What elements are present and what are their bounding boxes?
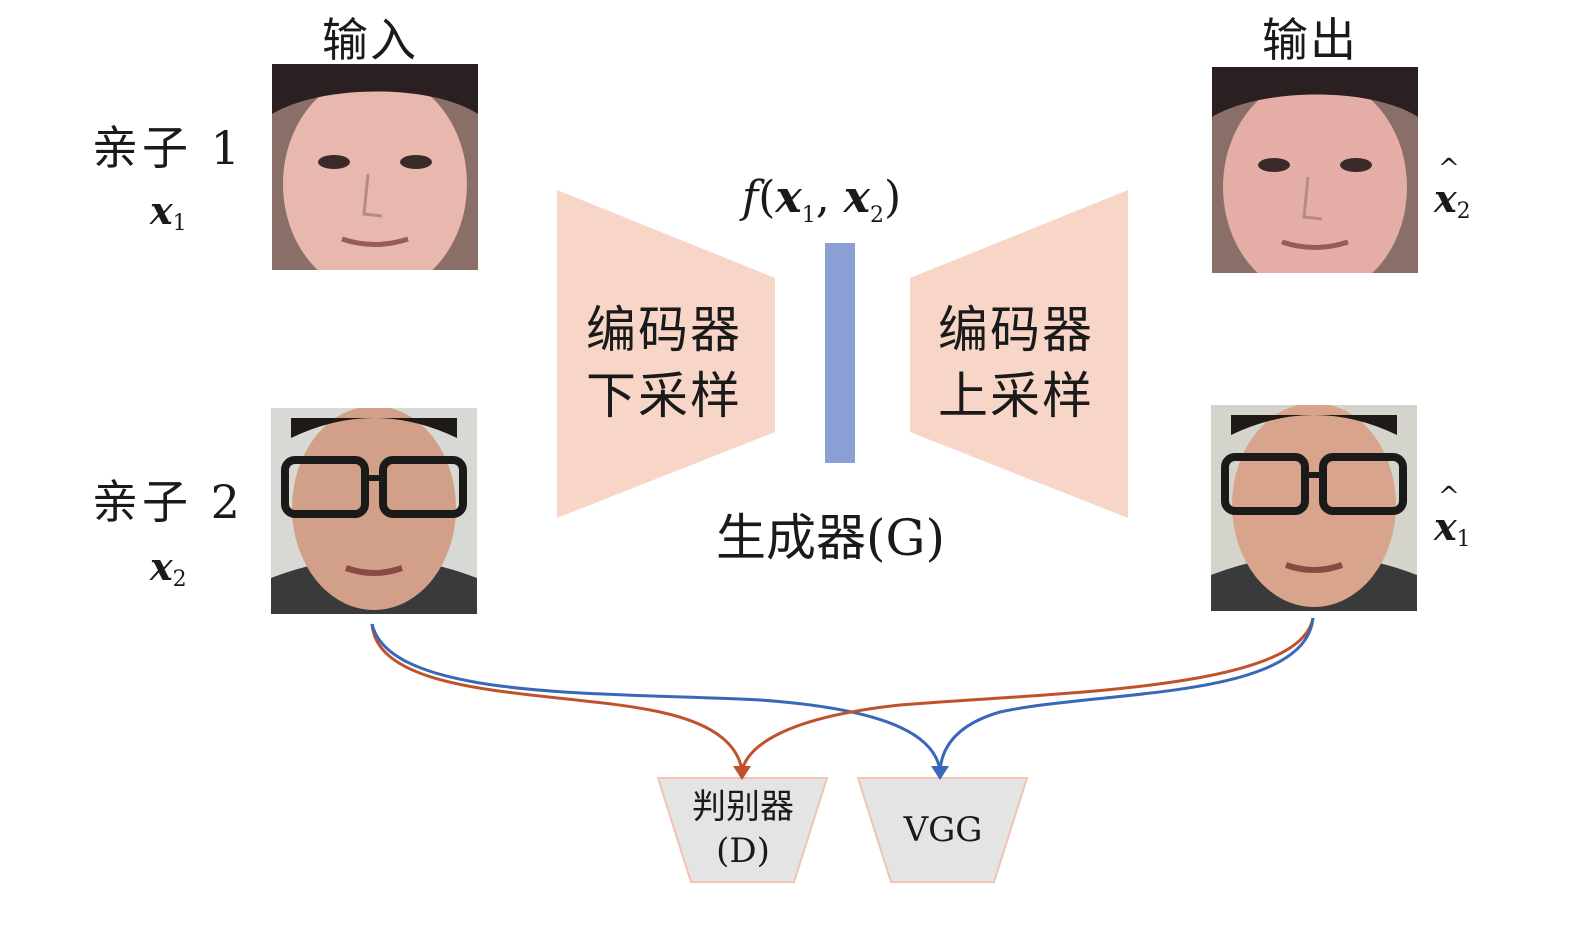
discriminator-line2: (D) xyxy=(716,831,770,871)
vgg-box xyxy=(856,777,1029,883)
person1-var: x1 xyxy=(150,188,187,236)
input-header: 输入 xyxy=(322,13,418,67)
output-top-var: x2 xyxy=(1434,154,1471,224)
output-header: 输出 xyxy=(1262,13,1358,67)
output-bottom-var: x1 xyxy=(1434,482,1471,552)
encoder-downsample-line1: 编码器 xyxy=(586,301,742,359)
discriminator-label: 判别器 (D) xyxy=(678,785,808,873)
input-face-parent xyxy=(272,64,478,270)
discriminator-box xyxy=(656,777,829,883)
arrow-output-to-discriminator xyxy=(740,617,1315,771)
arrowhead-vgg xyxy=(931,766,949,780)
person2-label: 亲子 2 xyxy=(92,475,244,529)
person1-label: 亲子 1 xyxy=(92,121,244,175)
arrow-output-to-vgg xyxy=(938,617,1315,771)
output-face-child xyxy=(1211,405,1417,611)
arrowhead-discriminator xyxy=(733,766,751,780)
encoder-upsample-line1: 编码器 xyxy=(938,301,1094,359)
input-face-child xyxy=(271,408,477,614)
encoder-downsample-block xyxy=(557,190,775,518)
latent-function-label: f(x1, x2) xyxy=(742,172,902,228)
encoder-downsample-text: 编码器 下采样 xyxy=(574,297,754,429)
generator-label: 生成器(G) xyxy=(716,509,945,567)
encoder-upsample-block xyxy=(910,190,1128,518)
encoder-upsample-text: 编码器 上采样 xyxy=(926,297,1106,429)
encoder-upsample-line2: 上采样 xyxy=(938,367,1094,425)
arrow-input-to-vgg xyxy=(370,623,942,771)
latent-bottleneck xyxy=(825,243,855,463)
arrow-input-to-discriminator xyxy=(370,623,744,771)
person2-var: x2 xyxy=(150,544,187,592)
vgg-label: VGG xyxy=(903,810,983,850)
discriminator-line1: 判别器 xyxy=(692,787,794,827)
output-face-parent xyxy=(1212,67,1418,273)
encoder-downsample-line2: 下采样 xyxy=(586,367,742,425)
